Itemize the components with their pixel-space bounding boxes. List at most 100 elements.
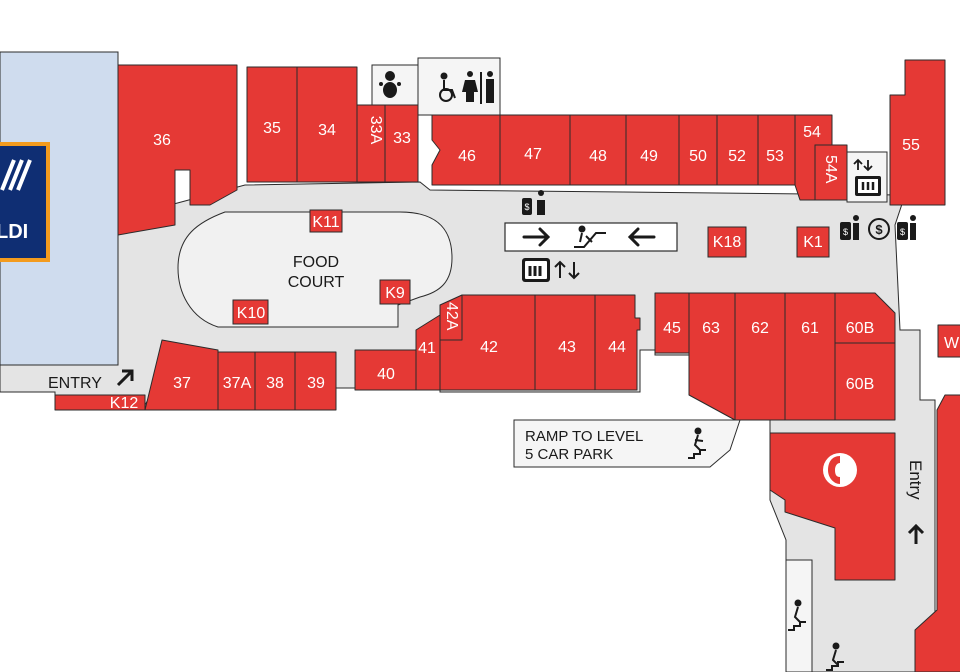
shop-33a[interactable] xyxy=(356,104,386,183)
food-court-label-1: FOOD xyxy=(293,254,339,271)
stairs-passage[interactable] xyxy=(785,559,813,672)
kiosks: K11 K10 K9 K18 K1 K12 xyxy=(110,209,830,412)
shop-49[interactable] xyxy=(625,114,680,186)
stairs-icon-lower-2 xyxy=(826,642,844,671)
shop-38-label: 38 xyxy=(266,375,284,392)
svg-text:$: $ xyxy=(900,227,905,237)
shop-40[interactable] xyxy=(354,349,417,391)
amenity-blocks xyxy=(371,57,888,672)
shop-62[interactable] xyxy=(734,292,786,421)
kiosk-k1[interactable] xyxy=(796,226,830,258)
svg-text:$: $ xyxy=(875,222,883,237)
svg-text:$: $ xyxy=(524,202,529,212)
kiosk-k9[interactable] xyxy=(379,279,411,305)
shop-46-label: 46 xyxy=(458,148,476,165)
shop-63[interactable] xyxy=(688,292,736,421)
shop-60b-2[interactable] xyxy=(834,342,896,421)
shop-34[interactable] xyxy=(296,66,358,183)
kiosk-k11[interactable] xyxy=(309,209,343,233)
shop-60b-label-1: 60B xyxy=(846,320,874,337)
shop-44[interactable] xyxy=(594,294,641,391)
shop-52-label: 52 xyxy=(728,148,746,165)
aldi-logo xyxy=(0,146,46,258)
kiosk-k18[interactable] xyxy=(707,226,747,258)
lift-icon[interactable] xyxy=(522,258,550,282)
shop-33[interactable] xyxy=(384,104,419,183)
shop-63-label: 63 xyxy=(702,320,720,337)
shop-42a-label: 42A xyxy=(443,302,460,331)
shop-60b-1[interactable] xyxy=(834,292,896,344)
shop-49-label: 49 xyxy=(640,148,658,165)
shop-39[interactable] xyxy=(294,351,337,411)
entry-left-label: ENTRY xyxy=(48,375,102,392)
shop-45-label: 45 xyxy=(663,320,681,337)
shop-k12[interactable] xyxy=(54,394,146,411)
shop-47-label: 47 xyxy=(524,146,542,163)
atm-icon[interactable]: $ xyxy=(522,190,545,215)
toilets-icon xyxy=(462,71,494,104)
shop-labels: 36 35 34 33A 33 46 47 48 49 50 52 53 54 … xyxy=(153,116,960,393)
stairs-icon xyxy=(688,427,706,459)
kiosk-k18-label: K18 xyxy=(713,234,742,251)
shop-36[interactable] xyxy=(117,64,238,236)
shop-33-label: 33 xyxy=(393,130,411,147)
entry-right[interactable]: Entry xyxy=(906,460,925,544)
shop-37a-label: 37A xyxy=(223,375,252,392)
lift-icon-top[interactable] xyxy=(853,158,881,196)
shop-australia-post[interactable] xyxy=(769,432,896,581)
shop-37a[interactable] xyxy=(217,351,256,411)
shop-35[interactable] xyxy=(246,66,298,183)
atm-money-group[interactable]: $ $ $ xyxy=(840,215,916,240)
shop-right-lower[interactable] xyxy=(914,394,960,672)
shop-61[interactable] xyxy=(784,292,836,421)
shop-40-label: 40 xyxy=(377,366,395,383)
entry-arrow-up-icon xyxy=(907,523,925,544)
shop-41-label: 41 xyxy=(418,340,436,357)
shop-w[interactable] xyxy=(937,324,960,358)
shop-53-label: 53 xyxy=(766,148,784,165)
shop-61-label: 61 xyxy=(801,320,819,337)
shop-w-label: W xyxy=(944,335,960,352)
shop-37-label: 37 xyxy=(173,375,191,392)
shop-55[interactable] xyxy=(889,59,946,206)
money-icon: $ xyxy=(868,218,890,240)
ramp-label-2: 5 CAR PARK xyxy=(525,446,613,463)
shop-48-label: 48 xyxy=(589,148,607,165)
ramp-panel[interactable] xyxy=(513,419,741,468)
australia-post-icon xyxy=(823,453,857,487)
shop-34-label: 34 xyxy=(318,122,336,139)
escalator-direction-box[interactable] xyxy=(504,222,678,252)
shop-39-label: 39 xyxy=(307,375,325,392)
baby-change-icon xyxy=(379,71,401,98)
entry-left[interactable]: ENTRY xyxy=(48,369,134,392)
shop-54a-label: 54A xyxy=(822,155,839,184)
ramp-to-car-park[interactable]: RAMP TO LEVEL 5 CAR PARK xyxy=(525,427,706,463)
shop-55-label: 55 xyxy=(902,137,920,154)
shop-60b-label-2: 60B xyxy=(846,376,874,393)
kiosk-k12-label: K12 xyxy=(110,395,139,412)
shop-43-label: 43 xyxy=(558,339,576,356)
atm-icon-right-2: $ xyxy=(897,215,916,240)
stairs-icon-lower-1 xyxy=(788,599,806,631)
shop-47[interactable] xyxy=(499,114,571,186)
shop-52[interactable] xyxy=(716,114,759,186)
svg-text:$: $ xyxy=(843,227,848,237)
shop-43[interactable] xyxy=(534,294,596,391)
shop-36-label: 36 xyxy=(153,132,171,149)
updown-arrows-icon xyxy=(554,260,580,280)
shop-50-label: 50 xyxy=(689,148,707,165)
kiosk-k1-label: K1 xyxy=(803,234,823,251)
escalator-icon xyxy=(574,225,606,248)
shop-54a[interactable] xyxy=(814,144,848,201)
shop-54-label: 54 xyxy=(803,124,821,141)
atm-icon-right-1: $ xyxy=(840,215,859,240)
shop-53[interactable] xyxy=(757,114,796,186)
kiosk-k11-label: K11 xyxy=(312,214,339,231)
arrow-right-icon xyxy=(522,227,551,247)
kiosk-k9-label: K9 xyxy=(385,285,405,302)
kiosk-k10[interactable] xyxy=(232,299,269,325)
entry-arrow-icon xyxy=(116,369,134,387)
aldi-anchor-store[interactable]: LDI xyxy=(0,51,119,366)
shop-45[interactable] xyxy=(654,292,690,354)
shop-42-label: 42 xyxy=(480,339,498,356)
